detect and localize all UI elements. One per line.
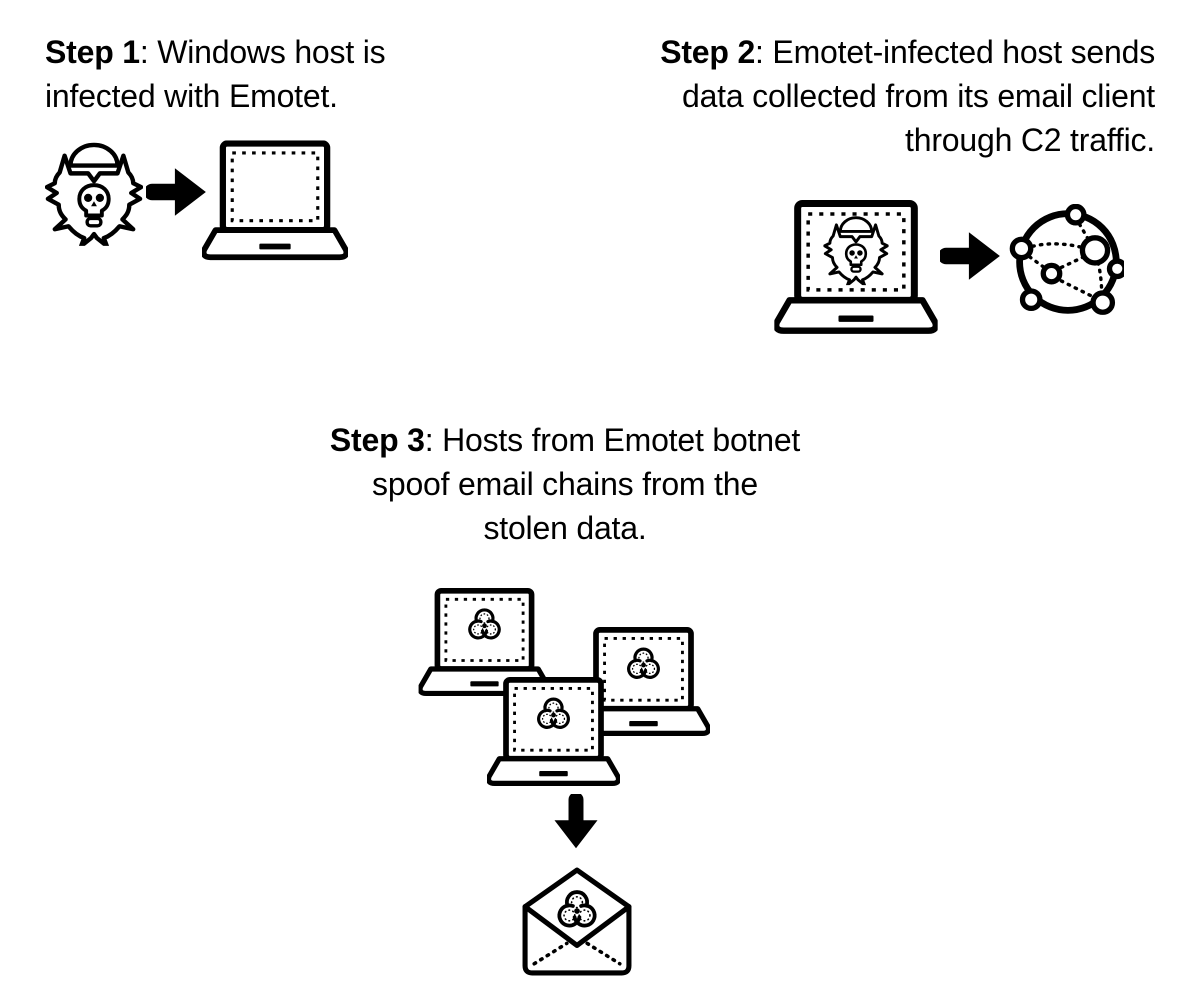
step2-line2: data collected from its email client — [681, 78, 1155, 114]
step1-line1: Step 1: Windows host is — [45, 30, 475, 74]
step1-line2: infected with Emotet. — [45, 78, 338, 114]
step3-line1: Step 3: Hosts from Emotet botnet — [295, 418, 835, 462]
biohazard-email-envelope-icon — [521, 867, 633, 977]
step1-label: Step 1 — [45, 34, 140, 70]
arrow-right-icon — [940, 226, 1004, 286]
c2-network-globe-icon — [1008, 204, 1124, 320]
arrow-right-icon — [146, 162, 210, 222]
step2-text-rest: : Emotet-infected host sends — [755, 34, 1155, 70]
botnet-laptop-front-icon — [484, 677, 623, 791]
step1-caption: Step 1: Windows host is infected with Em… — [45, 30, 475, 118]
step3-label: Step 3 — [329, 422, 425, 458]
laptop-icon — [202, 138, 348, 268]
step2-line3: through C2 traffic. — [905, 122, 1155, 158]
step3-text-rest: : Hosts from Emotet botnet — [424, 422, 801, 458]
step3-line2: spoof email chains from the — [372, 466, 758, 502]
step2-label: Step 2 — [660, 34, 756, 70]
step3-caption: Step 3: Hosts from Emotet botnet spoof e… — [295, 418, 835, 550]
emotet-infected-laptop-icon — [770, 200, 942, 340]
step2-line1: Step 2: Emotet-infected host sends — [545, 30, 1155, 74]
step1-text-rest: : Windows host is — [139, 34, 386, 70]
step3-line3: stolen data. — [483, 510, 647, 546]
step2-caption: Step 2: Emotet-infected host sends data … — [545, 30, 1155, 162]
malware-bug-skull-icon — [45, 136, 143, 246]
arrow-down-icon — [549, 794, 607, 856]
